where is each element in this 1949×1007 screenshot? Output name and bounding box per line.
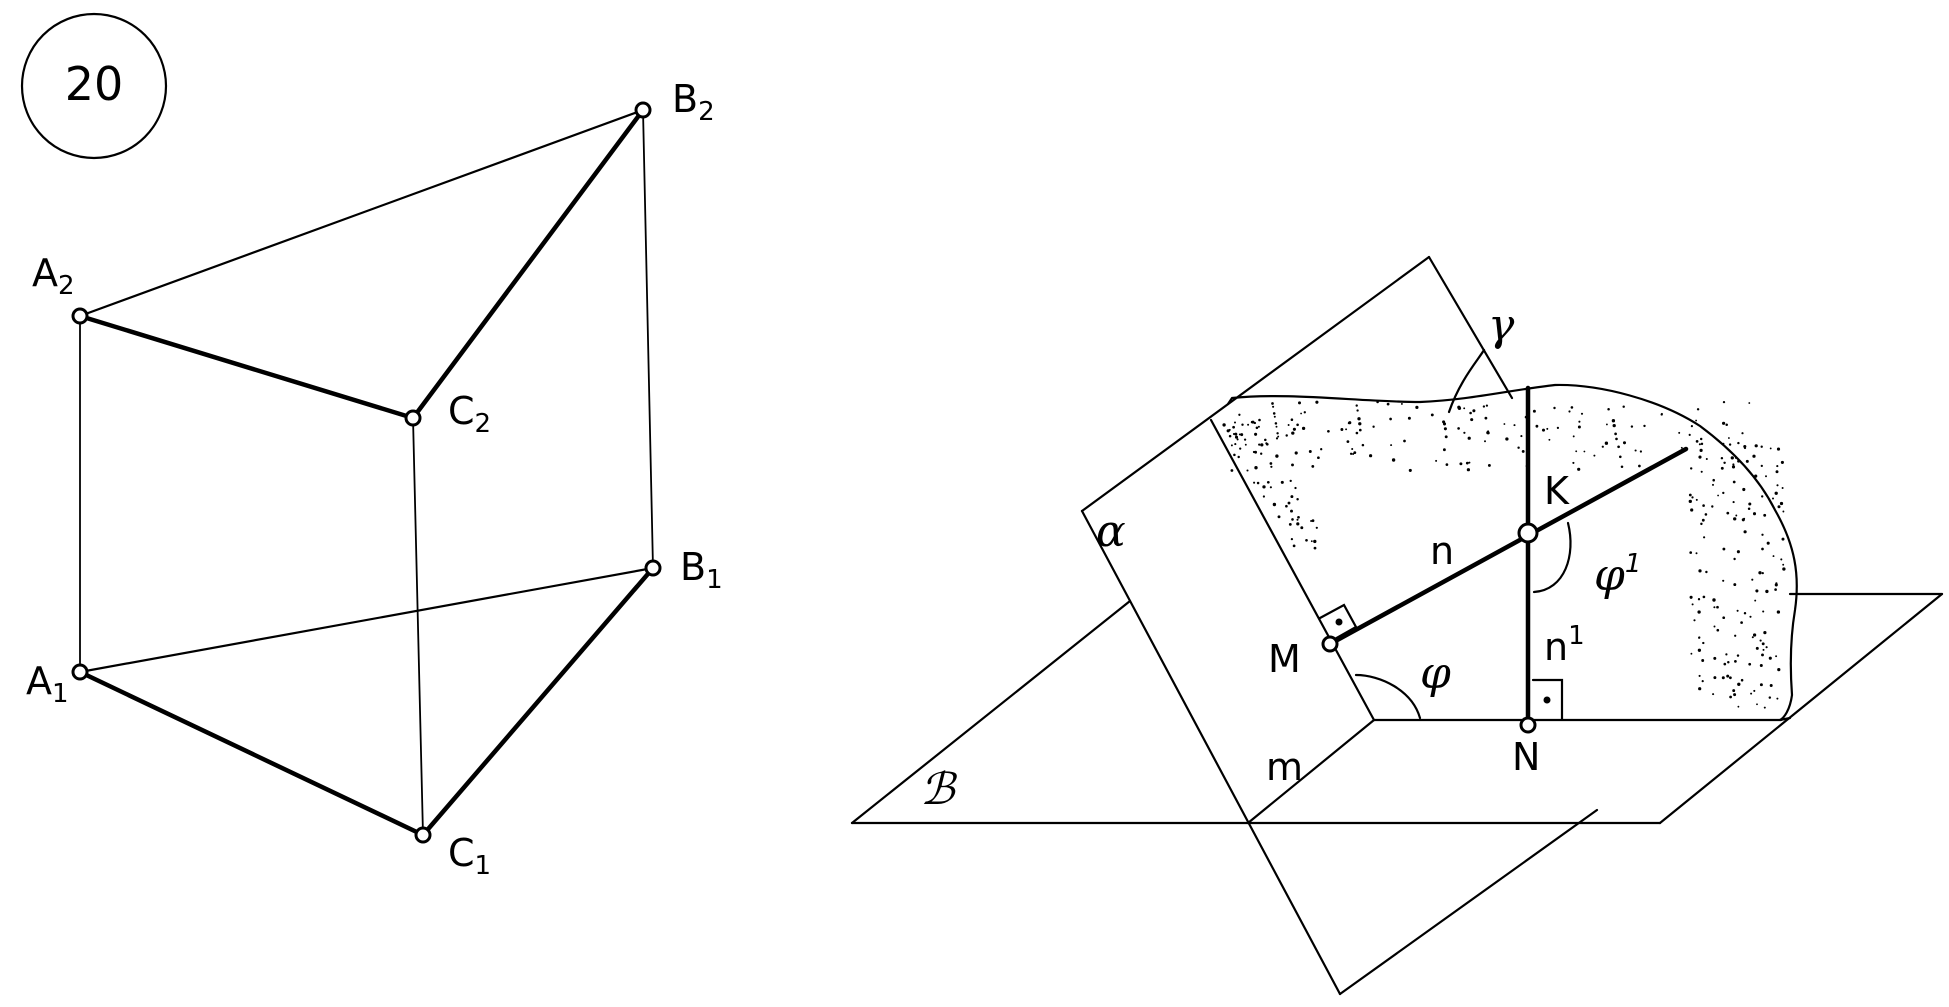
label-m: m xyxy=(1266,745,1303,789)
right-angle-dot-N xyxy=(1543,696,1551,704)
label-B2: B2 xyxy=(672,77,715,127)
edge-C2-B2 xyxy=(410,107,646,421)
point-N xyxy=(1519,716,1537,734)
right-angle-dot-M xyxy=(1335,618,1343,626)
edge-A1-C1 xyxy=(77,669,426,838)
vertex-B2 xyxy=(634,101,652,119)
plane-alpha-top-edge xyxy=(1080,255,1431,513)
right-angle-marker-M xyxy=(1318,603,1358,642)
figure-number-circle xyxy=(20,12,168,160)
edge-C1-B1 xyxy=(420,565,656,838)
label-phi: φ xyxy=(1420,648,1451,699)
label-phi1: φ1 xyxy=(1594,549,1641,601)
label-C1: C1 xyxy=(448,831,491,881)
right-angle-marker-N xyxy=(1531,678,1564,721)
label-beta: ℬ xyxy=(920,764,958,815)
label-B1: B1 xyxy=(680,545,723,595)
edge-A2-C2 xyxy=(77,313,416,421)
label-A2: A2 xyxy=(32,251,75,301)
vertex-C2 xyxy=(404,409,422,427)
vertex-A2 xyxy=(71,307,89,325)
plane-alpha-right-edge xyxy=(1427,255,1514,400)
edge-C2-C1 xyxy=(412,417,424,836)
plane-gamma xyxy=(1226,383,1798,722)
plane-beta-left-edge xyxy=(850,599,1132,825)
angle-arc-phi xyxy=(1354,673,1422,720)
vertex-C1 xyxy=(414,826,432,844)
label-N: N xyxy=(1512,735,1540,779)
angle-arc-phi1 xyxy=(1532,521,1572,594)
point-M xyxy=(1321,635,1339,653)
vertex-B1 xyxy=(644,559,662,577)
label-gamma: γ xyxy=(1488,300,1515,351)
label-n1: n1 xyxy=(1544,621,1585,669)
gamma-pointer xyxy=(1447,348,1486,414)
label-C2: C2 xyxy=(448,389,491,439)
plane-alpha-left-edge xyxy=(1080,509,1342,996)
vertex-A1 xyxy=(71,663,89,681)
figure-number-badge: 20 xyxy=(20,12,168,160)
planes-diagram: α ℬ γ m n n1 K M N φ φ1 xyxy=(850,255,1944,996)
label-A1: A1 xyxy=(26,659,69,709)
point-K xyxy=(1517,522,1539,544)
plane-alpha-bottom-edge xyxy=(1338,808,1599,996)
label-n: n xyxy=(1430,529,1454,573)
prism-diagram: A2 B2 C2 A1 B1 C1 xyxy=(26,77,723,881)
plane-alpha-fold-line xyxy=(1209,418,1376,722)
plane-beta-right-edge xyxy=(1658,592,1944,825)
edge-B2-B1 xyxy=(642,109,654,569)
line-m-extension xyxy=(1246,718,1376,825)
line-n xyxy=(1327,446,1689,647)
label-alpha: α xyxy=(1096,506,1126,557)
edge-A1-B1 xyxy=(78,566,655,674)
label-K: K xyxy=(1544,469,1570,513)
plane-gamma-shading xyxy=(1222,400,1786,709)
figure-number: 20 xyxy=(65,57,124,111)
edge-A2-B2 xyxy=(78,108,645,318)
label-M: M xyxy=(1268,637,1301,681)
